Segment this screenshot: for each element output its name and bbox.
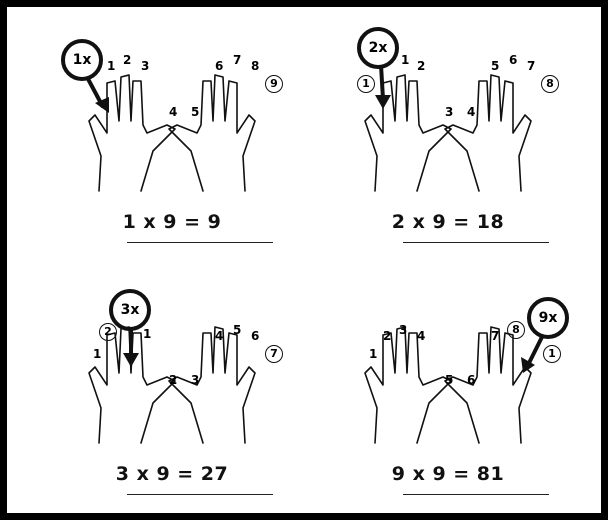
finger-label: 6 [215,59,223,73]
finger-label: 3 [445,105,453,119]
finger-label: 2 [417,59,425,73]
right-hand-outline [169,327,255,443]
badge-text: 2x [369,40,388,56]
finger-label: 6 [251,329,259,343]
equation-underline [127,242,273,243]
circled-finger-label: 8 [541,75,559,93]
finger-label: 7 [491,329,499,343]
equation-text: 9 x 9 = 81 [305,463,591,485]
badge-text: 1x [73,52,92,68]
finger-label: 8 [251,59,259,73]
panel-1x: 1 2 3 4 5 6 7 8 9 1x 1 x 9 = 9 [29,21,315,265]
finger-label: 1 [143,327,151,341]
equation-text: 1 x 9 = 9 [29,211,315,233]
finger-label: 7 [233,53,241,67]
equation-text: 3 x 9 = 27 [29,463,315,485]
circled-finger-label: 2 [99,323,117,341]
finger-label: 4 [417,329,425,343]
finger-label: 1 [401,53,409,67]
finger-label: 5 [445,373,453,387]
finger-label: 5 [491,59,499,73]
finger-label: 4 [169,105,177,119]
finger-label: 2 [169,373,177,387]
finger-label: 4 [467,105,475,119]
finger-label: 1 [369,347,377,361]
panel-2x: 1 1 2 3 4 5 6 7 8 2x 2 x 9 = 18 [305,21,591,265]
finger-label: 5 [191,105,199,119]
equation-underline [403,494,549,495]
circled-finger-label: 9 [265,75,283,93]
circled-finger-label: 7 [265,345,283,363]
finger-label: 7 [527,59,535,73]
equation-text: 2 x 9 = 18 [305,211,591,233]
left-hand-outline [365,327,451,443]
finger-label: 5 [233,323,241,337]
arrow-icon [373,65,393,109]
finger-label: 1 [93,347,101,361]
badge-text: 9x [539,310,558,326]
finger-label: 1 [107,59,115,73]
right-hand-outline [169,75,255,191]
finger-label: 2 [383,329,391,343]
panel-9x: 1 2 3 4 5 6 7 8 1 9x 9 x 9 = 81 [305,273,591,517]
multiplier-badge: 3x [109,289,151,331]
finger-label: 3 [191,373,199,387]
arrow-icon [517,333,547,373]
arrow-icon [121,327,141,367]
finger-label: 6 [467,373,475,387]
equation-underline [127,494,273,495]
finger-label: 6 [509,53,517,67]
right-hand-outline [445,75,531,191]
multiplier-badge: 2x [357,27,399,69]
badge-text: 3x [121,302,140,318]
equation-underline [403,242,549,243]
finger-label: 2 [123,53,131,67]
finger-label: 4 [215,329,223,343]
finger-label: 3 [399,323,407,337]
panel-3x: 1 2 1 2 3 4 5 6 7 3x 3 x 9 = 27 [29,273,315,517]
arrow-icon [83,75,113,115]
finger-label: 3 [141,59,149,73]
